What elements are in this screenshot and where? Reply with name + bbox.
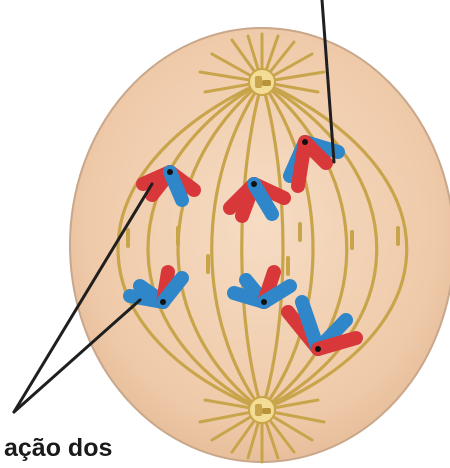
caption-label: ação dos	[4, 436, 112, 461]
centrosome-top	[249, 69, 275, 95]
centrosome-bottom	[249, 397, 275, 423]
